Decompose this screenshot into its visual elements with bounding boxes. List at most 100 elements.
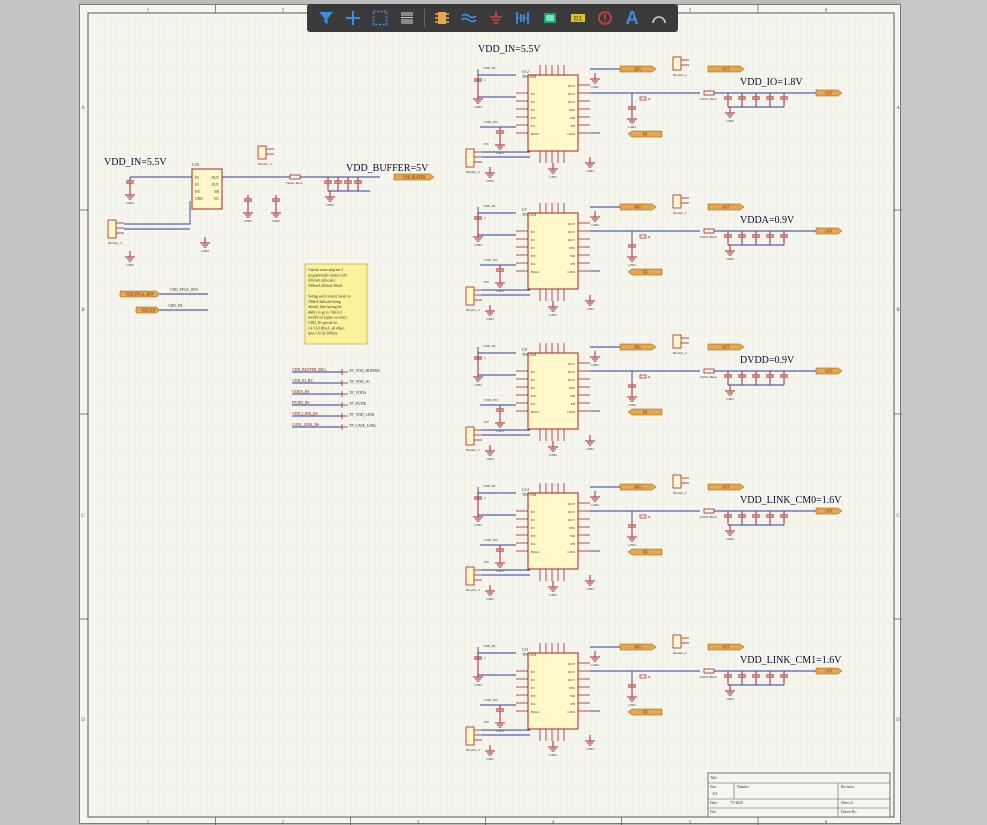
- ground-power-icon[interactable]: [483, 7, 508, 29]
- net-text: EN: [484, 560, 489, 564]
- title-block-revision-label: Revision: [841, 785, 854, 789]
- bus-icon[interactable]: [511, 7, 536, 29]
- buffer-regulator-body: [191, 168, 223, 210]
- schematic-sheet[interactable]: 112233445566AABBCCDDCGNDVDD_INVDD_ENGNDU…: [79, 4, 902, 825]
- column-zone-label: 2: [282, 9, 285, 14]
- ground-label: GND: [591, 663, 599, 667]
- schematic-canvas[interactable]: 112233445566AABBCCDDCGNDVDD_INVDD_ENGNDU…: [80, 5, 902, 825]
- capacitor: [474, 75, 482, 93]
- port-icon[interactable]: D1: [565, 7, 590, 29]
- ground-symbol: [200, 237, 210, 248]
- capacitor: [628, 521, 636, 531]
- regulator-pin-label: OUT: [568, 84, 576, 88]
- title-block-sheet-label: Sheet of: [841, 801, 854, 805]
- test-point-label: TP_VDDA: [349, 391, 367, 395]
- header-label: Header_3: [466, 448, 480, 452]
- out-net-tag: [707, 643, 745, 651]
- arc-icon[interactable]: [647, 7, 672, 29]
- ground-label: GND: [726, 119, 734, 123]
- regulator-pin-label: IN: [531, 686, 535, 690]
- capacitor: [474, 493, 482, 511]
- regulator-ref: U1: [522, 207, 527, 212]
- ground-label: GND: [126, 263, 134, 267]
- ground-label: GND: [586, 447, 594, 451]
- add-crosshair-icon[interactable]: [340, 7, 365, 29]
- regulator-pin-label: BIAS: [531, 550, 539, 554]
- row-zone-label: D: [81, 718, 85, 723]
- ground-label: GND: [549, 753, 557, 757]
- test-point: [341, 391, 348, 397]
- toolbar-separator: [423, 9, 425, 27]
- ground-label: GND: [628, 263, 636, 267]
- capacitor: [738, 231, 746, 245]
- regulator-pin-label: IN: [531, 518, 535, 522]
- capacitor: [244, 195, 252, 207]
- test-point: [341, 424, 348, 430]
- header-label: Header_3: [466, 588, 480, 592]
- design-note-line: ability to go to 10mA if: [308, 310, 343, 314]
- ground-symbol: [590, 73, 600, 84]
- text-icon[interactable]: A: [625, 7, 639, 28]
- capacitor: [126, 177, 134, 189]
- buffer-ref: U20: [192, 162, 199, 167]
- sense-resistor: [639, 96, 647, 101]
- capacitor: [766, 371, 774, 385]
- ground-symbol: [548, 581, 558, 592]
- vdd-buffer-net-tag: [393, 173, 435, 181]
- net-list-item: VDD_LINK_RS: [292, 412, 318, 416]
- test-point-label: TP_VDD_LINK: [349, 413, 375, 417]
- net-text: VDD_EN: [484, 120, 498, 124]
- feedback-net-tag: [627, 130, 663, 138]
- probe-icon[interactable]: [592, 7, 617, 29]
- ground-symbol: [627, 113, 637, 124]
- ground-label: GND: [496, 289, 504, 293]
- test-point-label: TP_GATE_LINK: [349, 424, 376, 428]
- resistor-ref: R: [648, 235, 651, 239]
- resistor-ref: R: [648, 515, 651, 519]
- reg-net-tag-text: REG: [634, 68, 642, 72]
- header-label: Header_2: [673, 491, 687, 495]
- design-note-line: different fullscales:: [308, 279, 336, 283]
- regulator-pin-label: IN: [531, 670, 535, 674]
- wire-icon[interactable]: [456, 7, 481, 29]
- ground-symbol: [590, 651, 600, 662]
- design-note-line: 150mA fullscale being: [308, 300, 341, 304]
- regulator-ref: U9: [522, 347, 527, 352]
- align-icon[interactable]: [395, 7, 420, 29]
- regulator-pin-label: FB: [571, 402, 576, 406]
- regulator-pin-label: OUT: [568, 92, 576, 96]
- header-connector: [465, 726, 475, 746]
- rail-title-vdd-in-top: VDD_IN=5.5V: [478, 44, 541, 55]
- capacitor: [766, 93, 774, 107]
- column-zone-label: 1: [147, 821, 150, 825]
- net-list-item: VDD_IO_RS: [292, 379, 313, 383]
- select-rect-icon[interactable]: [367, 7, 392, 29]
- header-connector: [107, 219, 117, 239]
- net-label-icon[interactable]: [538, 7, 563, 29]
- row-zone-label: A: [896, 106, 900, 111]
- ground-label: GND: [591, 503, 599, 507]
- regulator-pin-label: SNS: [569, 386, 575, 390]
- capacitor: [738, 511, 746, 525]
- ground-label: GND: [474, 383, 482, 387]
- component-icon[interactable]: [429, 7, 454, 29]
- regulator-pin-label: SNS: [569, 526, 575, 530]
- resistor-ref: R: [648, 675, 651, 679]
- ground-symbol: [590, 491, 600, 502]
- filter-icon[interactable]: [313, 7, 338, 29]
- capacitor: [752, 671, 760, 685]
- title-block-date: 7/1/2020: [730, 801, 743, 805]
- rail-title-link_cm0: VDD_LINK_CM0=1.6V: [740, 495, 842, 506]
- vdd-fpga-net-tag-text: VDD_FPGA_3P3V: [126, 293, 155, 297]
- ground-label: GND: [591, 363, 599, 367]
- regulator-pin-label: BIAS: [531, 270, 539, 274]
- design-note-line: programmable modes with: [308, 273, 347, 277]
- regulator-part: TPS7A84: [522, 653, 536, 657]
- sense-resistor: [639, 514, 647, 519]
- ground-symbol: [473, 371, 483, 382]
- buffer-pin-label: OUT: [212, 183, 220, 187]
- ground-label: GND: [591, 85, 599, 89]
- test-point: [341, 413, 348, 419]
- capacitor: [496, 705, 504, 717]
- ground-symbol: [590, 211, 600, 222]
